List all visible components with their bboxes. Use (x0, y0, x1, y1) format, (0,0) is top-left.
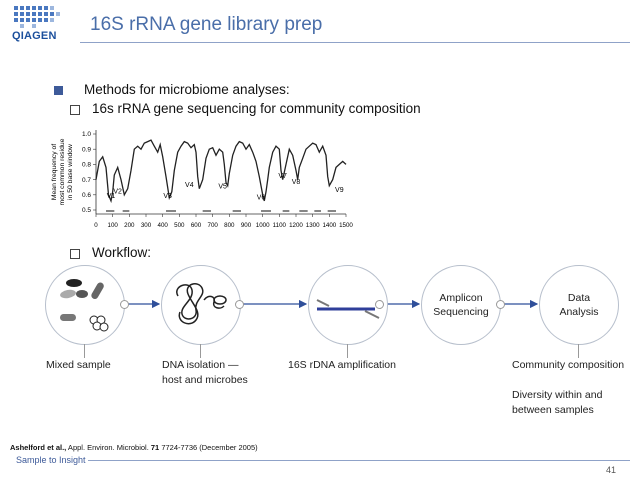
y-tick-label: 0.9 (82, 146, 91, 153)
y-axis-label-line: in 50 base window (67, 144, 74, 200)
qiagen-logo: QIAGEN (8, 6, 60, 46)
caption-stem (578, 344, 579, 358)
region-label-v3: V3 (163, 193, 172, 200)
mixed-sample-icon (60, 279, 109, 332)
bullet-sub-2: Workflow: (92, 245, 152, 260)
caption-community-composition: Community composition (512, 359, 625, 371)
page-number: 41 (606, 465, 617, 475)
x-tick-label: 400 (158, 222, 169, 229)
hollow-bullet-icon (70, 105, 80, 115)
workflow-node-sequencing: Amplicon Sequencing (421, 265, 501, 345)
axes (95, 130, 346, 215)
amplicon-icon (316, 299, 380, 319)
bullet-sub-1: 16s rRNA gene sequencing for community c… (92, 101, 421, 116)
caption-stem (347, 344, 348, 358)
y-tick-label: 0.8 (82, 162, 91, 169)
node-analysis-label: Data Analysis (559, 292, 599, 318)
caption-dna-isolation: DNA isolation — host and microbes (162, 359, 248, 386)
y-tick-label: 0.7 (82, 177, 91, 184)
series-line (95, 139, 347, 204)
y-tick-labels: 0.5 0.6 0.7 0.8 0.9 1.0 (82, 131, 96, 214)
citation-rest: 7724-7736 (December 2005) (159, 443, 258, 452)
hollow-bullet-icon (70, 249, 80, 259)
y-axis-label-line: Mean frequency of (51, 144, 58, 200)
citation-journal: Appl. Environ. Microbiol. (66, 443, 151, 452)
y-axis-label-line: most common residue (59, 138, 66, 205)
x-tick-label: 500 (174, 222, 185, 229)
caption-stem (84, 344, 85, 358)
region-label-v7: V7 (278, 173, 287, 180)
x-tick-label: 1500 (339, 222, 353, 229)
x-tick-label: 800 (224, 222, 235, 229)
region-label-v8: V8 (292, 179, 301, 186)
footer-tagline: Sample to Insight (16, 455, 86, 465)
x-tick-label: 1300 (306, 222, 320, 229)
y-tick-label: 0.5 (82, 207, 91, 214)
connector-dot (235, 300, 244, 309)
citation: Ashelford et al., Appl. Environ. Microbi… (10, 443, 258, 452)
page-title: 16S rRNA gene library prep (90, 14, 323, 35)
x-tick-label: 900 (241, 222, 252, 229)
bullet-main: Methods for microbiome analyses: (84, 82, 290, 97)
region-label-v4: V4 (185, 182, 194, 189)
citation-volume: 71 (150, 443, 160, 452)
logo-dots-icon (14, 6, 60, 28)
dna-tangle-icon (176, 283, 227, 325)
x-tick-label: 1200 (289, 222, 303, 229)
x-tick-label: 0 (94, 222, 98, 229)
workflow-node-mixed-sample (45, 265, 125, 345)
workflow-node-amplification (308, 265, 388, 345)
y-tick-label: 1.0 (82, 131, 91, 138)
title-divider (80, 42, 630, 43)
x-tick-label: 200 (124, 222, 135, 229)
region-label-v5: V5 (218, 184, 227, 191)
connector-dot (120, 300, 129, 309)
region-label-v2: V2 (113, 188, 122, 195)
connector-dot (375, 300, 384, 309)
caption-stem (200, 344, 201, 358)
x-tick-label: 1400 (322, 222, 336, 229)
caption-diversity: Diversity within and between samples (512, 389, 603, 416)
caption-amplification: 16S rDNA amplification (288, 359, 396, 371)
logo-text: QIAGEN (12, 30, 57, 42)
footer-divider (88, 460, 630, 461)
caption-mixed-sample: Mixed sample (46, 359, 111, 371)
node-sequencing-label: Amplicon Sequencing (433, 292, 489, 318)
x-tick-label: 1000 (256, 222, 270, 229)
region-label-v6: V6 (257, 194, 266, 201)
connector-dot (496, 300, 505, 309)
workflow-node-dna-isolation (161, 265, 241, 345)
square-bullet-icon (54, 86, 63, 95)
x-tick-label: 1100 (273, 222, 287, 229)
y-tick-label: 0.6 (82, 192, 91, 199)
x-tick-label: 300 (141, 222, 152, 229)
region-label-v1: V1 (107, 193, 116, 200)
workflow-node-analysis: Data Analysis (539, 265, 619, 345)
x-tick-label: 600 (191, 222, 202, 229)
citation-author: Ashelford et al., (10, 443, 67, 452)
region-label-v9: V9 (335, 187, 344, 194)
x-tick-label: 100 (108, 222, 119, 229)
x-tick-label: 700 (208, 222, 219, 229)
